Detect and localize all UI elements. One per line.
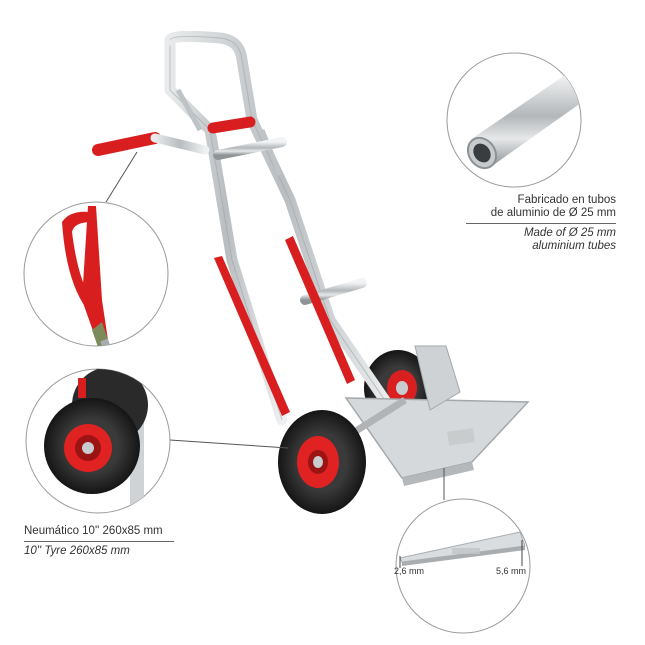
handle-grips xyxy=(92,116,256,156)
tyre-caption-en: 10'' Tyre 260x85 mm xyxy=(24,545,130,557)
tube-caption-en-line2: aluminium tubes xyxy=(532,240,616,252)
divider xyxy=(24,541,174,542)
front-wheel xyxy=(278,410,366,514)
detail-circle-handle xyxy=(23,201,169,347)
tyre-caption-es: Neumático 10'' 260x85 mm xyxy=(24,525,163,537)
detail-circle-tube xyxy=(446,52,582,188)
thickness-label-thick: 5,6 mm xyxy=(496,566,527,576)
divider xyxy=(466,223,616,224)
tube-caption-es-line2: de aluminio de Ø 25 mm xyxy=(490,207,616,219)
tube-caption: Fabricado en tubos de aluminio de Ø 25 m… xyxy=(436,194,616,253)
tyre-caption: Neumático 10'' 260x85 mm 10'' Tyre 260x8… xyxy=(24,525,214,558)
detail-circle-plate xyxy=(395,498,531,634)
detail-circle-wheel xyxy=(25,368,171,514)
thickness-label-thin: 2,6 mm xyxy=(394,566,425,576)
hand-truck xyxy=(92,30,530,514)
tube-caption-en-line1: Made of Ø 25 mm xyxy=(523,227,616,239)
tube-caption-es-line1: Fabricado en tubos xyxy=(517,194,616,206)
pointer-line-wheel xyxy=(169,439,289,449)
nose-plate xyxy=(344,345,530,486)
pointer-line-handle xyxy=(105,151,138,203)
